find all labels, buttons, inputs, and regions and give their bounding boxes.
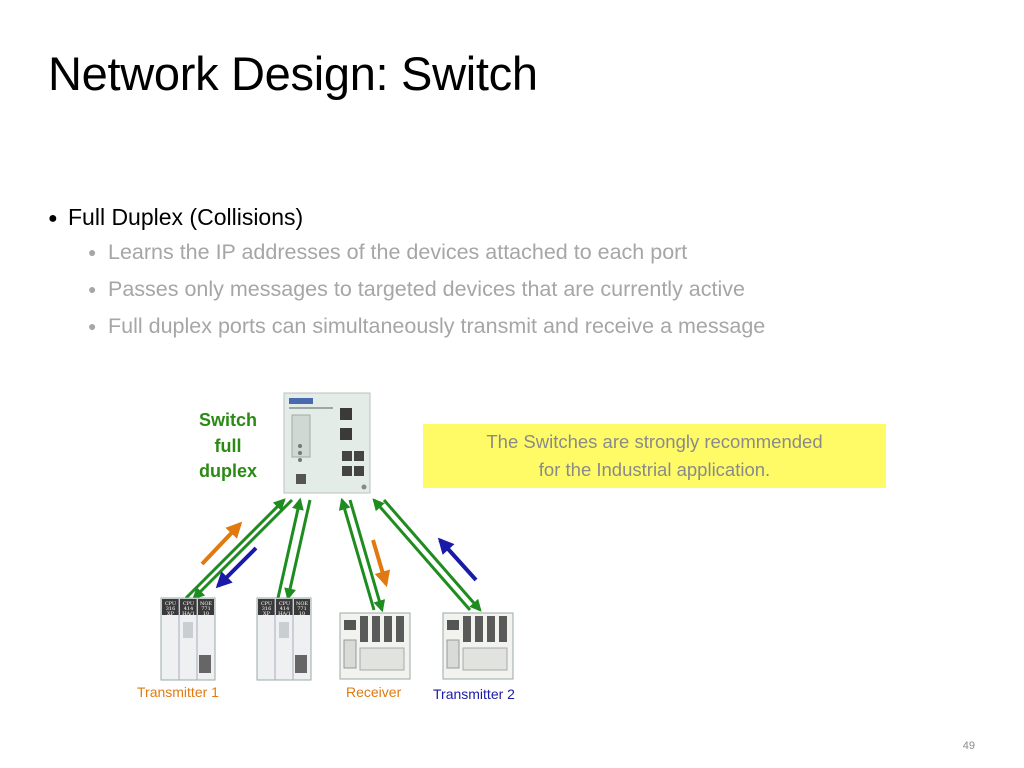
bullet-dot-icon: ●	[88, 244, 97, 260]
module-label: NOE	[200, 601, 212, 607]
sub-bullet: ● Learns the IP addresses of the devices …	[48, 234, 948, 271]
duplex-links	[184, 497, 482, 613]
switch-label: Switch full duplex	[188, 408, 268, 485]
sub-bullet-text: Passes only messages to targeted devices…	[108, 277, 745, 301]
bullet-dot-icon: ●	[88, 318, 97, 334]
module-label: CPU	[279, 601, 290, 607]
link-rx-down	[348, 499, 386, 613]
sub-bullet: ● Passes only messages to targeted device…	[48, 271, 948, 308]
switch-label-line: full	[214, 435, 242, 456]
module-label: HA/1	[278, 611, 291, 617]
tx1-transmit-arrow	[200, 521, 243, 566]
module-label: 10	[299, 611, 305, 617]
link-tx2-down	[382, 499, 482, 612]
module-label: NOE	[296, 601, 308, 607]
plc-rack-transmitter-1	[160, 597, 216, 681]
transmitter-2-label: Transmitter 2	[433, 686, 515, 702]
slide-title: Network Design: Switch	[48, 47, 538, 100]
tx2-transmit-arrow	[437, 537, 478, 582]
bullet-dot-icon: ●	[48, 210, 58, 227]
bullet-main: ● Full Duplex (Collisions)	[48, 200, 948, 234]
module-labels: CPU 316 XP CPU 414 HA/1 NOE 771 10 CPU 3…	[165, 601, 309, 617]
module-label: CPU	[183, 601, 194, 607]
module-label: 771	[297, 606, 307, 612]
sub-bullet-text: Full duplex ports can simultaneously tra…	[108, 314, 766, 338]
recommendation-note: The Switches are strongly recommended fo…	[423, 424, 886, 488]
transmitter-1-label: Transmitter 1	[137, 684, 219, 700]
module-label: CPU	[261, 601, 272, 607]
module-label: XP	[167, 611, 175, 617]
plc-rack-2	[256, 597, 312, 681]
receiver-label: Receiver	[346, 684, 402, 700]
switch-device	[283, 392, 371, 494]
link-tx2-up	[372, 498, 472, 611]
bullet-dot-icon: ●	[88, 281, 97, 297]
link-mid-down	[284, 499, 312, 601]
module-label: CPU	[165, 601, 176, 607]
module-label: XP	[263, 611, 271, 617]
io-rack-transmitter-2	[442, 612, 514, 680]
module-label: 316	[166, 606, 176, 612]
link-rx-up	[338, 497, 376, 611]
page-number: 49	[962, 740, 975, 752]
bullet-list: ● Full Duplex (Collisions) ● Learns the IP…	[48, 200, 948, 345]
link-mid-up	[276, 497, 304, 599]
tx1-receive-arrow	[215, 546, 258, 589]
io-rack-receiver	[339, 612, 411, 680]
note-line: The Switches are strongly recommended	[486, 431, 823, 452]
rx-receive-arrow	[371, 539, 391, 588]
switch-label-line: duplex	[198, 461, 257, 481]
link-tx1-up	[184, 498, 286, 600]
note-line: for the Industrial application.	[538, 459, 771, 480]
module-label: 771	[201, 606, 211, 612]
module-label: HA/1	[182, 611, 195, 617]
module-label: 414	[280, 606, 290, 612]
link-tx1-down	[192, 498, 294, 600]
module-label: 10	[203, 611, 209, 617]
bullet-main-text: Full Duplex (Collisions)	[68, 204, 304, 230]
sub-bullet: ● Full duplex ports can simultaneously tr…	[48, 308, 948, 345]
module-label: 316	[262, 606, 272, 612]
sub-bullet-text: Learns the IP addresses of the devices a…	[108, 240, 688, 264]
module-label: 414	[184, 606, 194, 612]
switch-label-line: Switch	[198, 410, 257, 430]
